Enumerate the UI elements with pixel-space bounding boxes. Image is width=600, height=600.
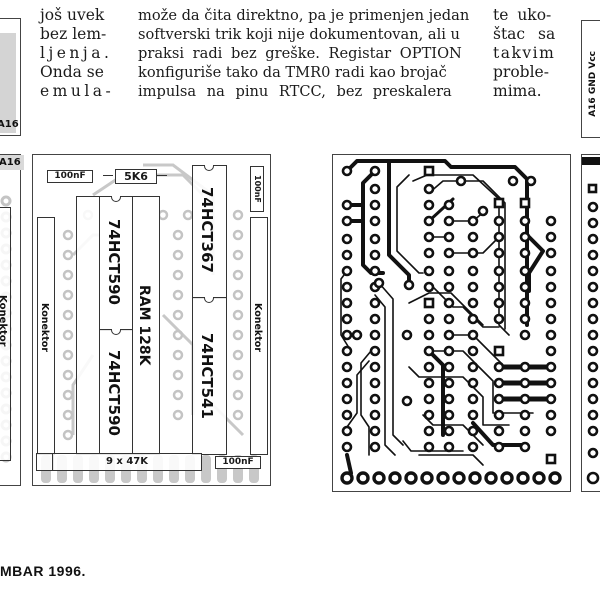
text-line: proble- — [493, 63, 549, 81]
connector-outline — [0, 207, 11, 461]
text-line: štac sa — [493, 25, 556, 43]
ic-74hct590-upper-label: 74HCT590 — [105, 219, 123, 305]
text-line: mima. — [493, 82, 542, 100]
capacitor-100nf-bottom-right: 100nF — [215, 456, 261, 469]
text-line: impulsa na pinu RTCC, bez preskalera — [138, 83, 452, 100]
page-footer-date: MBAR 1996. — [0, 563, 86, 579]
ic-74hct541 — [192, 297, 227, 455]
text-line: praksi radi bez greške. Registar OPTION — [138, 45, 462, 62]
resistor-lead — [157, 175, 167, 176]
text-line: još uvek — [40, 6, 105, 24]
text-line: konfiguriše tako da TMR0 radi kao brojač — [138, 64, 447, 81]
text-line: ljenja. — [40, 44, 113, 62]
capacitor-100nf-top-left: 100nF — [47, 170, 93, 183]
ic-notch — [204, 297, 214, 303]
ic-notch — [111, 196, 121, 202]
text-line: te uko- — [493, 6, 552, 24]
ic-ram-128k — [132, 196, 160, 455]
copper-traces — [340, 159, 562, 485]
text-line: može da čita direktno, pa je primenjen j… — [138, 7, 470, 24]
ic-notch — [204, 165, 214, 171]
text-line: bez lem- — [40, 25, 107, 43]
text-line: emula- — [40, 82, 115, 100]
capacitor-100nf-top-right: 100nF — [250, 166, 264, 212]
ic-74hct367 — [192, 165, 227, 299]
right-edge-panel-lower — [581, 154, 600, 492]
resistor-lead — [103, 175, 113, 176]
ic-ram-128k-label: RAM 128K — [136, 285, 152, 366]
copper-trace-board — [332, 154, 571, 492]
left-edge-panel-lower: A16 Konektor — [0, 154, 24, 486]
ic-74hct590-lower-label: 74HCT590 — [105, 350, 123, 436]
right-connector-label: Konektor — [252, 303, 263, 352]
component-layout-board: 100nF 5K6 100nF Konektor 74HCT590 74HCT5… — [32, 154, 271, 486]
resistor-5k6: 5K6 — [115, 169, 157, 184]
resistor-network-9x47k: 9 x 47K — [52, 453, 202, 471]
text-column-left: još uvek bez lem- ljenja. Onda se emula- — [40, 6, 115, 101]
shaded-area — [0, 33, 16, 133]
ic-74hct541-label: 74HCT541 — [198, 333, 216, 419]
left-edge-panel-upper: A16 — [0, 18, 21, 136]
ic-74hct367-label: 74HCT367 — [198, 187, 216, 273]
pin-labels: A16 GND Vcc — [588, 51, 598, 117]
text-line: takvim — [493, 44, 556, 62]
right-edge-panel-upper: A16 GND Vcc — [581, 20, 600, 138]
ic-notch — [111, 329, 121, 335]
copper-pads — [582, 157, 600, 485]
right-connector-outline — [250, 217, 268, 455]
text-column-right: te uko- štac sa takvim proble- mima. — [493, 6, 556, 101]
left-connector-label: Konektor — [39, 303, 50, 352]
a16-tag: A16 — [0, 119, 19, 130]
a16-tag: A16 — [0, 155, 24, 170]
connector-label: Konektor — [0, 295, 8, 347]
text-column-middle: može da čita direktno, pa je primenjen j… — [138, 6, 470, 101]
text-line: Onda se — [40, 63, 104, 81]
text-line: softverski trik koji nije dokumentovan, … — [138, 26, 460, 43]
